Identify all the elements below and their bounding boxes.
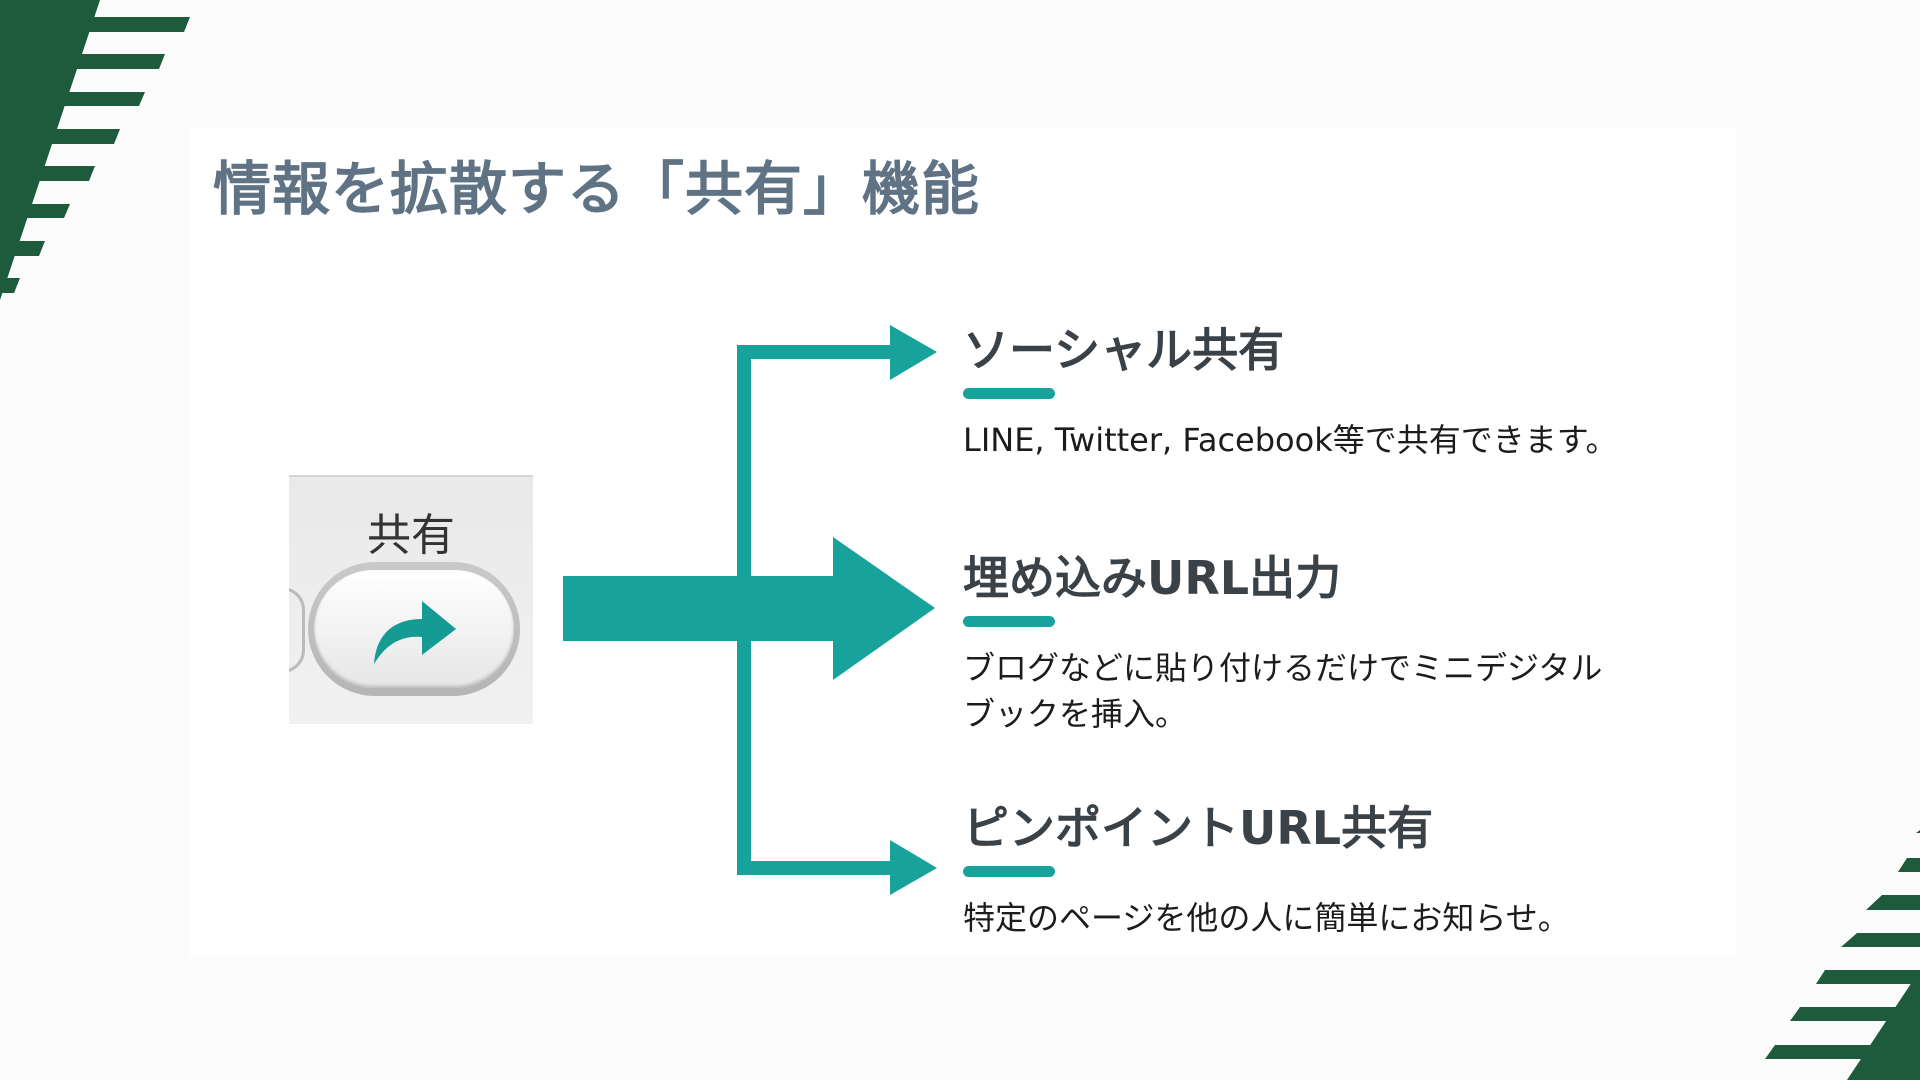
heading-underline bbox=[963, 388, 1055, 399]
arrow-head-top bbox=[890, 325, 937, 380]
feature-pinpoint-url: ピンポイントURL共有 特定のページを他の人に簡単にお知らせ。 bbox=[963, 800, 1570, 941]
feature-social-share: ソーシャル共有 LINE, Twitter, Facebook等で共有できます。 bbox=[963, 322, 1618, 463]
share-arrow-icon bbox=[374, 601, 456, 664]
feature-heading: 埋め込みURL出力 bbox=[963, 551, 1342, 605]
description-line: ブックを挿入。 bbox=[963, 695, 1188, 733]
feature-heading: ピンポイントURL共有 bbox=[963, 801, 1434, 855]
share-button-illustration: 共有 bbox=[289, 475, 533, 724]
arrow-head-bottom bbox=[890, 840, 937, 895]
branch-bottom-line bbox=[737, 861, 897, 875]
feature-description: ブログなどに貼り付けるだけでミニデジタルブックを挿入。 bbox=[963, 645, 1602, 737]
main-arrow-head bbox=[833, 537, 935, 680]
heading-underline bbox=[963, 616, 1055, 627]
slide-title: 情報を拡散する「共有」機能 bbox=[213, 155, 981, 223]
description-line: ブログなどに貼り付けるだけでミニデジタル bbox=[963, 649, 1603, 687]
main-arrow-shaft bbox=[563, 576, 838, 641]
feature-heading: ソーシャル共有 bbox=[963, 323, 1285, 377]
feature-description: LINE, Twitter, Facebook等で共有できます。 bbox=[963, 421, 1618, 459]
feature-description: 特定のページを他の人に簡単にお知らせ。 bbox=[963, 899, 1570, 937]
branch-top-line bbox=[737, 345, 897, 359]
feature-embed-url: 埋め込みURL出力 ブログなどに貼り付けるだけでミニデジタルブックを挿入。 bbox=[963, 550, 1602, 737]
corner-stripes-decoration-bottom-right bbox=[1765, 830, 1920, 1080]
corner-stripes-decoration-top-left bbox=[0, 0, 190, 300]
share-button-label: 共有 bbox=[367, 510, 455, 561]
share-button[interactable] bbox=[308, 562, 520, 696]
heading-underline bbox=[963, 866, 1055, 877]
